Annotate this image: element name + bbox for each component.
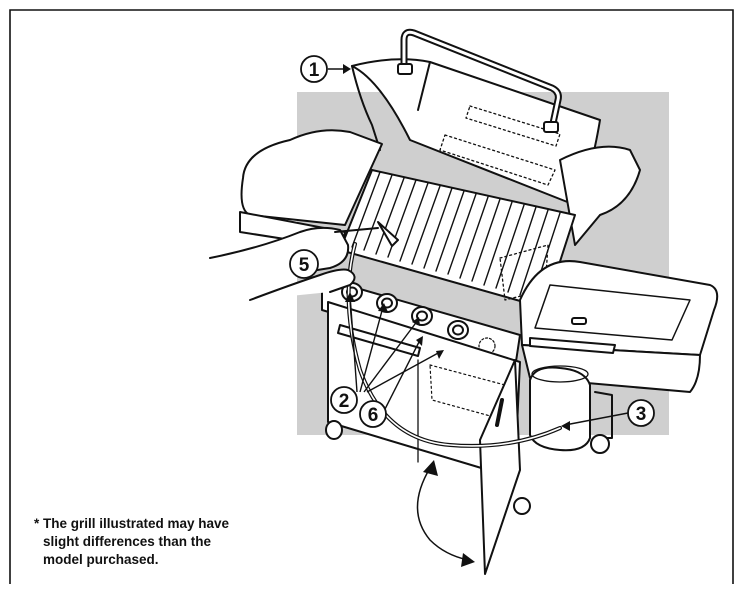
callout-3-circle — [627, 399, 655, 427]
grill-illustration — [209, 28, 719, 575]
callout-5-label: 5 — [299, 255, 310, 276]
callout-6-label: 6 — [368, 405, 379, 426]
callout-6-circle — [359, 400, 387, 428]
page-frame — [9, 9, 734, 584]
callout-2-label: 2 — [339, 391, 350, 412]
footnote: * The grill illustrated may have slight … — [34, 515, 334, 569]
footnote-line-2: slight differences than the — [43, 534, 212, 549]
callout-2-circle — [330, 386, 358, 414]
callout-1-circle — [300, 55, 328, 83]
propane-tank — [529, 366, 591, 452]
footnote-line-3: model purchased. — [43, 552, 159, 567]
cabinet-door — [479, 359, 521, 575]
callout-1-label: 1 — [309, 60, 320, 81]
left-side-shelf — [240, 129, 383, 226]
arrow-icon — [343, 64, 570, 431]
right-caster — [590, 434, 610, 454]
right-lid-wing — [559, 145, 641, 246]
callout-3-label: 3 — [636, 404, 647, 425]
footnote-line-1: * The grill illustrated may have — [34, 516, 230, 531]
callout-5-circle — [289, 249, 319, 279]
curved-arrow-icon — [416, 467, 469, 561]
left-caster — [325, 420, 343, 440]
